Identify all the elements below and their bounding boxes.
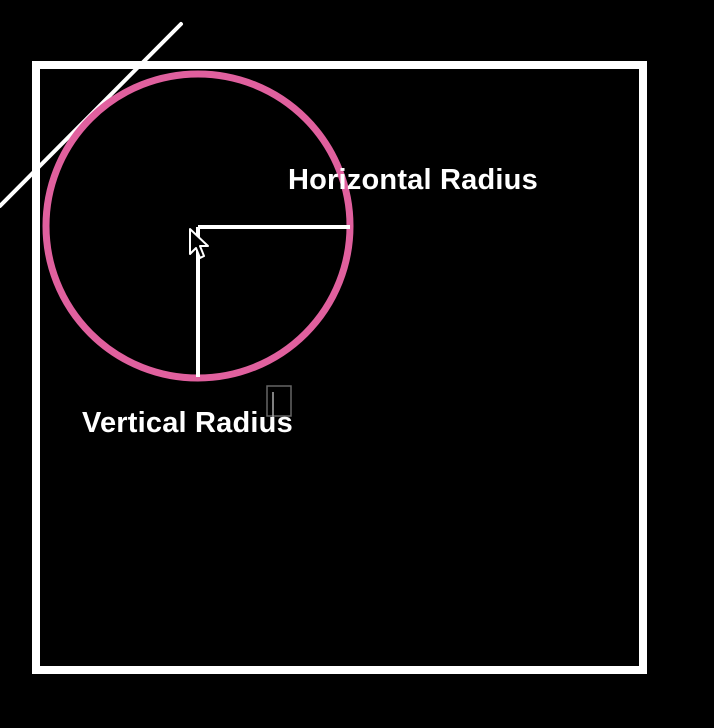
horizontal-radius-label: Horizontal Radius — [288, 164, 538, 196]
vertical-radius-label: Vertical Radius — [82, 407, 293, 439]
text-cursor-icon — [266, 385, 292, 422]
box-outline — [32, 61, 647, 674]
mouse-pointer-icon — [189, 228, 209, 259]
